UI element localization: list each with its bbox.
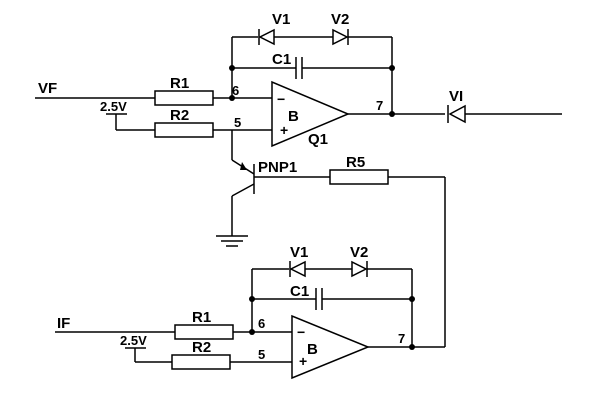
vi-diode xyxy=(448,104,466,124)
pnp-emitter-arrow xyxy=(240,162,247,170)
pnp-label: PNP1 xyxy=(258,159,297,176)
bottom-r1-label: R1 xyxy=(192,309,211,326)
bottom-op-amp-b-label: B xyxy=(307,341,318,358)
top-v2-label: V2 xyxy=(331,11,349,28)
bottom-op-amp-noninverting-sign: + xyxy=(299,353,307,369)
top-op-amp-b-label: B xyxy=(288,108,299,125)
top-reference-label: 2.5V xyxy=(100,99,127,114)
bottom-inv-junction xyxy=(249,329,255,335)
bottom-r2-label: R2 xyxy=(192,339,211,356)
bottom-reference-label: 2.5V xyxy=(120,333,147,348)
bottom-c1-label: C1 xyxy=(290,283,309,300)
top-r1-resistor xyxy=(154,90,214,106)
top-stage: VF R1 6 2.5V R2 5 − + B Q1 7 VI xyxy=(35,11,562,148)
top-op-amp xyxy=(271,80,350,148)
top-v2-diode xyxy=(332,28,349,46)
bottom-op-amp xyxy=(291,314,370,380)
pnp-collector-leg xyxy=(231,183,255,197)
top-r2-resistor xyxy=(154,122,214,138)
top-v1-label: V1 xyxy=(272,11,290,28)
top-pin-5-label: 5 xyxy=(234,115,241,130)
vf-input-label: VF xyxy=(38,80,57,97)
bottom-pin-6-label: 6 xyxy=(258,316,265,331)
top-inv-junction xyxy=(229,95,235,101)
r5-label: R5 xyxy=(346,154,365,171)
top-op-amp-noninverting-sign: + xyxy=(280,122,288,138)
pnp-stage: PNP1 R5 xyxy=(216,130,446,347)
bottom-r1-resistor xyxy=(174,324,234,340)
r5-resistor xyxy=(329,169,389,185)
top-v1-diode xyxy=(258,28,275,46)
bottom-v2-label: V2 xyxy=(350,244,368,261)
bottom-v1-diode xyxy=(289,260,306,278)
if-input-label: IF xyxy=(57,315,70,332)
top-r2-label: R2 xyxy=(170,107,189,124)
bottom-pin-5-label: 5 xyxy=(258,347,265,362)
top-op-amp-inverting-sign: − xyxy=(277,91,285,107)
top-r1-label: R1 xyxy=(170,75,189,92)
bottom-v2-diode xyxy=(351,260,368,278)
bottom-op-amp-inverting-sign: − xyxy=(297,324,305,340)
top-c1-label: C1 xyxy=(272,51,291,68)
top-pin-6-label: 6 xyxy=(232,83,239,98)
bottom-v1-label: V1 xyxy=(290,244,308,261)
bottom-stage: IF R1 6 2.5V R2 5 − + B 7 xyxy=(55,244,445,380)
bottom-r2-resistor xyxy=(171,354,231,370)
top-op-amp-name: Q1 xyxy=(308,131,328,148)
top-pin-7-label: 7 xyxy=(376,98,383,113)
bottom-pin-7-label: 7 xyxy=(398,331,405,346)
vi-diode-label: VI xyxy=(449,88,463,105)
